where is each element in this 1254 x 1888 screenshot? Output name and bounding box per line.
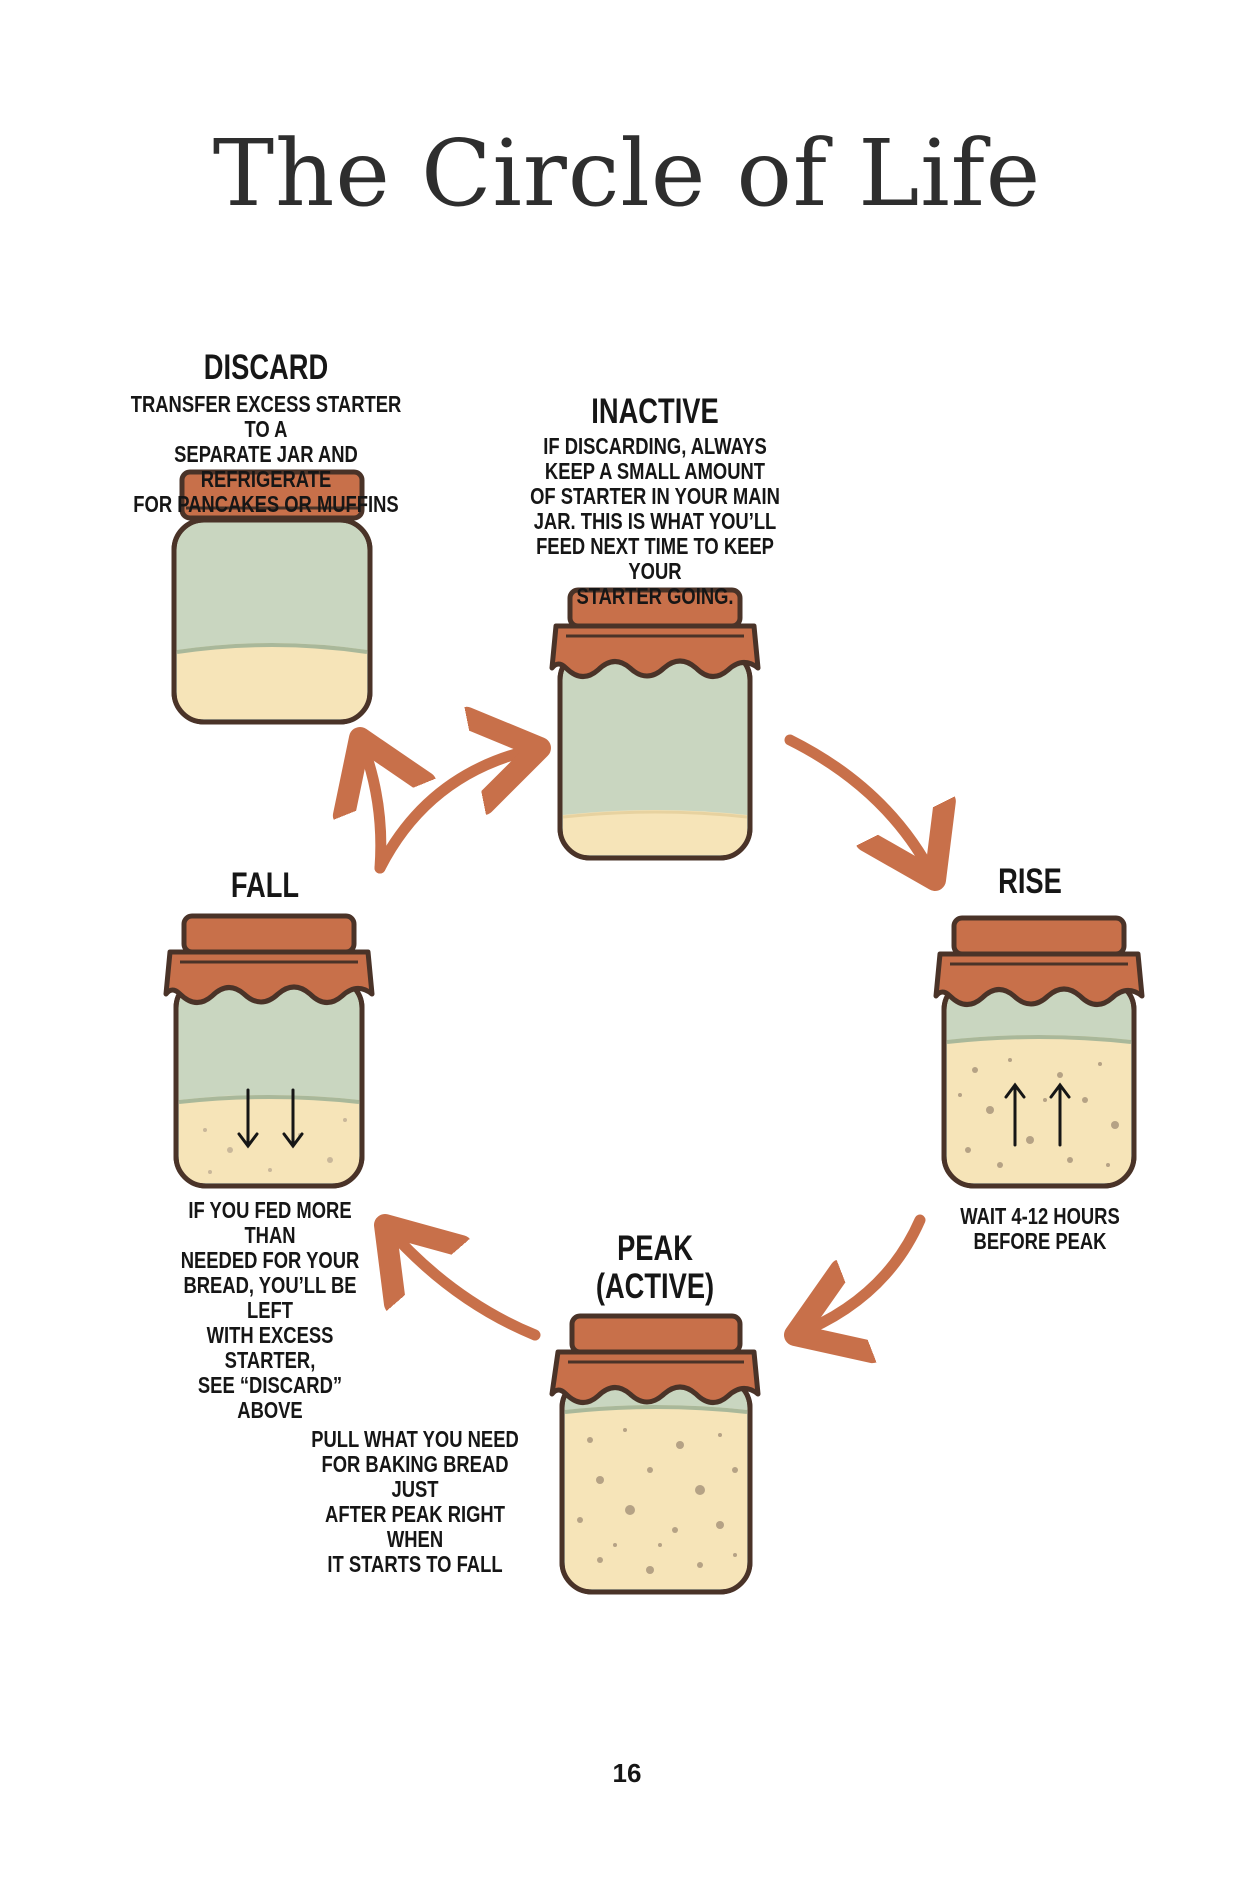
inactive-heading: INACTIVE (591, 392, 719, 431)
rise-jar (933, 915, 1145, 1189)
arrow-fall-to-discard (360, 738, 381, 874)
falling-arrows (237, 1088, 304, 1149)
inactive-description: IF DISCARDING, ALWAYS KEEP A SMALL AMOUN… (530, 433, 780, 609)
arrow-fall-to-inactive (374, 748, 540, 874)
inactive-jar (549, 587, 761, 861)
fall-heading: FALL (230, 866, 300, 905)
page-number: 16 (612, 1758, 642, 1788)
peak-jar (549, 1313, 761, 1595)
discard-description: TRANSFER EXCESS STARTER TO A SEPARATE JA… (130, 391, 402, 517)
fall-description: IF YOU FED MORE THAN NEEDED FOR YOUR BRE… (180, 1197, 360, 1423)
arrow-inactive-to-rise (784, 734, 935, 880)
fall-jar (163, 913, 375, 1189)
rising-arrows (1004, 1082, 1071, 1147)
rise-heading: RISE (998, 862, 1062, 901)
peak-description: PULL WHAT YOU NEED FOR BAKING BREAD JUST… (311, 1426, 519, 1577)
page-title: The Circle of Life (212, 120, 1042, 227)
arrow-peak-to-fall (385, 1225, 541, 1341)
discard-heading: DISCARD (203, 348, 329, 387)
peak-heading: PEAK (ACTIVE) (595, 1229, 715, 1306)
arrow-rise-to-peak (795, 1214, 926, 1335)
rise-description: WAIT 4-12 HOURS BEFORE PEAK (960, 1203, 1120, 1254)
discard-jar (171, 469, 373, 725)
cycle-arrows (360, 738, 935, 1335)
